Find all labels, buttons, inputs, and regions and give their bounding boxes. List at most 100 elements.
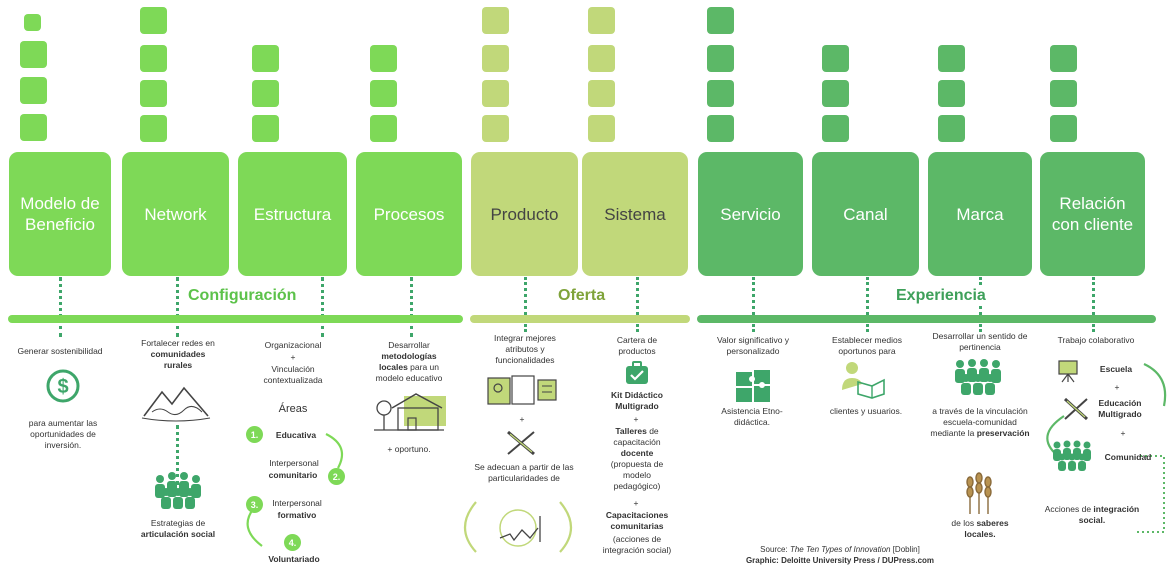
sistema-cap-sub: (acciones de integración social)	[602, 534, 672, 555]
text-part: Acciones de	[1044, 504, 1094, 514]
network-top-text: Fortalecer redes en comunidades rurales	[136, 338, 220, 371]
level-square	[938, 80, 965, 107]
card-label: Sistema	[604, 204, 666, 224]
text-part-bold: comunidades rurales	[150, 349, 206, 370]
level-square	[24, 14, 41, 31]
canal-top-text: Establecer medios oportunos para	[832, 335, 902, 356]
modelo-bottom-text: para aumentar las oportunidades de inver…	[28, 418, 98, 450]
estructura-plus: +	[290, 352, 296, 362]
area-number: 2.	[328, 468, 345, 485]
card-label: Procesos	[373, 204, 445, 224]
text-part: de capacitación	[613, 426, 661, 447]
card-label: Marca	[956, 204, 1004, 224]
level-square	[140, 45, 167, 72]
text-part: Estrategias de	[150, 518, 206, 528]
text-part-bold: saberes locales.	[964, 518, 1009, 539]
graphic-credit: Graphic: Deloitte University Press / DUP…	[745, 556, 935, 565]
servicio-top-text: Valor significativo y personalizado	[716, 335, 790, 356]
community-icon	[955, 359, 1001, 395]
area-number: 1.	[246, 426, 263, 443]
wheat-icon	[966, 472, 992, 514]
card-estructura: Estructura	[238, 152, 347, 276]
relacion-top-text: Trabajo colaborativo	[1057, 335, 1135, 345]
connector-line	[636, 277, 639, 332]
text-part: Source:	[760, 545, 790, 554]
card-producto: Producto	[471, 152, 578, 276]
blueprint-icons	[487, 375, 557, 405]
sistema-plus: +	[633, 414, 639, 424]
servicio-bottom-text: Asistencia Etno-didáctica.	[721, 406, 783, 427]
sistema-capacitaciones: Capacitaciones comunitarias	[605, 510, 669, 531]
briefcase-check-icon	[626, 361, 648, 384]
text-part-bold: docente	[620, 448, 654, 458]
card-label: Modelo de Beneficio	[20, 194, 100, 234]
card-label: Network	[144, 204, 207, 224]
text-part: (propuesta de modelo pedagógico)	[610, 459, 664, 491]
level-square	[707, 80, 734, 107]
area-voluntariado: Voluntariado	[268, 554, 320, 564]
connector-line	[321, 277, 324, 337]
source-title: The Ten Types of Innovation	[789, 545, 891, 554]
producto-bottom-text: Se adecuan a partir de las particularida…	[474, 462, 574, 483]
network-bottom-text: Estrategias de articulación social	[126, 518, 230, 540]
card-procesos: Procesos	[356, 152, 462, 276]
producto-top-text: Integrar mejores atributos y funcionalid…	[494, 333, 556, 365]
card-canal: Canal	[812, 152, 919, 276]
canal-bottom-text: clientes y usuarios.	[829, 406, 903, 416]
reader-book-icon	[842, 362, 885, 399]
level-square	[707, 45, 734, 72]
mountains-icon	[141, 386, 211, 422]
card-relacion-con-cliente: Relación con cliente	[1040, 152, 1145, 276]
sistema-plus: +	[633, 498, 639, 508]
svg-text:$: $	[57, 376, 68, 398]
level-square	[370, 115, 397, 142]
level-square	[20, 41, 47, 68]
level-square	[140, 80, 167, 107]
level-square	[707, 7, 734, 34]
areas-title: Áreas	[278, 403, 308, 415]
sistema-top-text: Cartera de productos	[616, 335, 658, 356]
level-square	[482, 115, 509, 142]
level-square	[252, 80, 279, 107]
level-square	[707, 115, 734, 142]
area-pre: Interpersonal	[269, 458, 319, 468]
level-square	[822, 80, 849, 107]
procesos-top-text: Desarrollar metodologías locales para un…	[366, 340, 452, 384]
level-square	[252, 45, 279, 72]
area-formativo: formativo	[277, 510, 317, 520]
text-part-bold: Talleres	[615, 426, 647, 436]
text-part: Fortalecer redes en	[141, 338, 215, 348]
category-configuracion: Configuración	[182, 287, 303, 305]
bar-experiencia	[697, 315, 1156, 323]
card-servicio: Servicio	[698, 152, 803, 276]
text-part: [Doblin]	[890, 545, 920, 554]
card-label: Relación con cliente	[1051, 194, 1134, 234]
card-label: Canal	[843, 204, 888, 224]
card-network: Network	[122, 152, 229, 276]
area-pre: Interpersonal	[272, 498, 322, 508]
area-comunitario: comunitario	[268, 470, 318, 480]
text-part-bold: preservación	[976, 428, 1030, 438]
level-square	[140, 7, 167, 34]
level-square	[1050, 45, 1077, 72]
puzzle-icon	[736, 370, 770, 402]
text-part-bold: articulación social	[140, 529, 216, 539]
dollar-icon: $	[46, 369, 80, 403]
pencil-ruler-icon	[1063, 397, 1089, 421]
marca-bottom-text: de los saberes locales.	[940, 518, 1020, 540]
text-part: Desarrollar	[388, 340, 430, 350]
area-number: 3.	[246, 496, 263, 513]
connector-line	[176, 425, 179, 485]
level-square	[588, 7, 615, 34]
marca-mid-text: a través de la vinculación escuela-comun…	[928, 406, 1032, 439]
rel-escuela: Escuela	[1099, 364, 1133, 374]
producto-plus: +	[519, 414, 525, 424]
connector-line	[1092, 277, 1095, 332]
estructura-organizacional: Organizacional	[264, 340, 322, 350]
level-square	[252, 115, 279, 142]
modelo-top-text: Generar sostenibilidad	[17, 346, 103, 356]
sistema-talleres: Talleres de capacitación docente (propue…	[606, 426, 668, 492]
level-square	[1050, 115, 1077, 142]
rel-plus: +	[1120, 428, 1126, 438]
area-number: 4.	[284, 534, 301, 551]
